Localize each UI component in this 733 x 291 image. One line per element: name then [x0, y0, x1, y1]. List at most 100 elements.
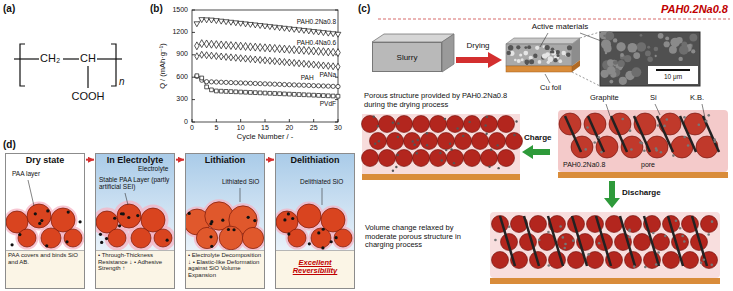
particle-dot	[529, 56, 533, 60]
data-marker	[214, 89, 218, 93]
foil-side	[572, 60, 580, 72]
data-marker	[263, 57, 267, 64]
carbon-dot	[559, 225, 562, 228]
panel-letter: (b)	[150, 3, 163, 15]
data-marker	[292, 46, 297, 54]
series-label: PVdF	[320, 100, 336, 107]
sem-grain	[647, 57, 652, 62]
stage-illustration	[276, 202, 354, 251]
data-marker	[302, 93, 306, 97]
carbon-dot	[652, 232, 655, 235]
particle-dot	[524, 60, 529, 65]
data-marker	[322, 94, 326, 98]
bond-line	[97, 58, 122, 59]
sio-particle	[154, 229, 172, 247]
ab-dot	[330, 240, 333, 243]
panel-letter: (a)	[3, 3, 15, 15]
carbon-dot	[630, 148, 633, 151]
graphite-rod	[644, 216, 659, 266]
bond-line	[63, 58, 79, 59]
tick-label: 20	[285, 124, 293, 132]
graphite-rod	[680, 116, 696, 152]
carbon-dot	[664, 235, 667, 238]
graphite-rod	[572, 216, 587, 266]
data-marker	[258, 44, 263, 52]
axis-title: Q / (mAh·g⁻¹)	[159, 43, 168, 89]
ab-dot	[308, 242, 311, 245]
particle-dot	[561, 51, 565, 55]
data-marker	[209, 52, 213, 59]
data-marker	[326, 94, 330, 98]
active-particle	[447, 116, 464, 133]
carbon-dot	[644, 266, 647, 269]
data-marker	[219, 89, 223, 93]
sio-particle	[334, 229, 352, 247]
data-marker	[297, 60, 301, 67]
sem-grain	[634, 53, 639, 58]
data-marker	[307, 93, 311, 97]
particle-dot	[550, 51, 553, 54]
active-particle	[370, 133, 387, 150]
carbon-dot	[392, 169, 394, 171]
data-marker	[302, 83, 306, 87]
particle-dot	[542, 53, 547, 58]
data-marker	[243, 43, 248, 51]
series-label: PANa	[320, 71, 337, 78]
block-label: Slurry	[397, 53, 418, 62]
tick-label: 600	[176, 73, 188, 81]
ab-dot	[99, 233, 102, 236]
data-marker	[292, 83, 296, 87]
callout-label: PAA layer	[12, 170, 40, 177]
particle-dot	[538, 60, 542, 64]
particle-dot	[567, 45, 572, 50]
data-marker	[209, 40, 214, 48]
leader-line	[28, 180, 34, 206]
bond-line	[87, 66, 88, 88]
tick-label: 10	[237, 124, 245, 132]
data-marker	[302, 60, 306, 67]
data-marker	[248, 43, 253, 51]
active-particle	[558, 234, 575, 251]
leader-line	[702, 104, 705, 118]
carbon-dot	[441, 159, 443, 161]
carbon-dot	[584, 148, 587, 151]
data-marker	[317, 62, 321, 69]
active-particle	[387, 133, 404, 150]
cu-foil	[506, 66, 572, 72]
sio-particle	[311, 228, 331, 248]
sem-grain	[613, 60, 618, 65]
carbon-dot	[707, 233, 710, 236]
callout-label: Graphite	[590, 94, 619, 103]
particle-dot	[516, 45, 520, 49]
graphite-rod	[668, 216, 683, 266]
data-marker	[317, 94, 321, 98]
active-particle	[646, 136, 668, 158]
data-marker	[277, 45, 282, 53]
particle-dot	[514, 59, 517, 62]
carbon-dot	[468, 121, 470, 123]
note: Volume change relaxed by moderate porous…	[365, 224, 483, 250]
tick-label: 900	[176, 50, 188, 58]
sio-particle	[131, 228, 151, 248]
carbon-dot	[462, 135, 464, 137]
sio-particle	[196, 227, 217, 248]
scale-bar	[656, 69, 690, 71]
tick-label: 30	[334, 124, 342, 132]
data-marker	[297, 46, 302, 54]
carbon-dot	[672, 154, 675, 157]
divider-line	[378, 19, 730, 20]
ab-dot	[322, 228, 325, 231]
active-particle	[430, 116, 447, 133]
active-particle	[396, 116, 413, 133]
stage-note: PAA covers and binds SiO and AB.	[6, 250, 84, 288]
data-marker	[224, 41, 229, 49]
particle-dot	[556, 50, 560, 54]
carbon-dot	[413, 144, 415, 146]
stage-illustration	[96, 201, 174, 251]
data-marker	[258, 82, 262, 86]
tick-label: 5	[214, 124, 218, 132]
sem-grain	[633, 52, 640, 59]
carbon-dot	[657, 124, 660, 127]
ab-dot	[127, 216, 130, 219]
data-marker	[248, 81, 252, 85]
